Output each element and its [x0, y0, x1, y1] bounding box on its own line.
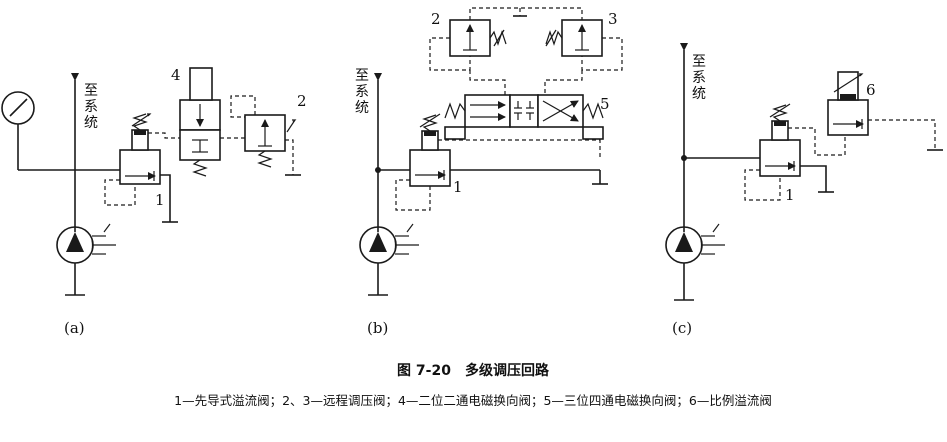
panel-a-label: (a) [64, 319, 85, 337]
pilot-relief-valve-1 [119, 113, 161, 185]
system-label-a1: 至 [84, 83, 98, 99]
label-b-5: 5 [600, 95, 610, 113]
label-a-1: 1 [155, 191, 165, 209]
label-b-3: 3 [608, 10, 618, 28]
figure-legend: 1—先导式溢流阀；2、3—远程调压阀；4—二位二通电磁换向阀；5—三位四通电磁换… [174, 393, 772, 408]
panel-a-circuit: 至 系 统 1 4 2 (a) [1, 66, 307, 337]
panel-c-circuit: 至 系 统 1 6 (c) [665, 43, 943, 337]
system-label-c1: 至 [692, 54, 706, 70]
system-label-a3: 统 [84, 115, 98, 131]
remote-regulating-valve-2b [449, 19, 507, 57]
system-label-b1: 至 [355, 68, 369, 84]
panel-c-label: (c) [672, 319, 692, 337]
pressure-gauge-icon [1, 91, 35, 170]
proportional-relief-valve-6 [827, 71, 869, 136]
panel-b-label: (b) [367, 319, 388, 337]
hydraulic-pump-icon [56, 223, 116, 296]
system-label-c2: 系 [692, 70, 706, 86]
pilot-relief-valve-1c [759, 103, 801, 177]
figure-title: 图 7-20 多级调压回路 [397, 362, 550, 379]
system-label-b2: 系 [355, 84, 369, 100]
label-a-2: 2 [297, 92, 307, 110]
label-a-4: 4 [171, 66, 181, 84]
solenoid-valve-4 [179, 67, 221, 177]
solenoid-valve-5 [444, 94, 604, 140]
hydraulic-pump-icon-b [359, 223, 419, 296]
label-b-2: 2 [431, 10, 441, 28]
label-c-1: 1 [785, 186, 795, 204]
hydraulic-pump-icon-c [665, 223, 725, 301]
system-label-c3: 统 [692, 86, 706, 102]
label-b-1: 1 [453, 178, 463, 196]
pilot-relief-valve-1b [409, 113, 451, 187]
panel-b-circuit: 至 系 统 1 2 3 5 (b) [355, 7, 623, 337]
remote-regulating-valve-2 [244, 114, 297, 168]
system-label-b3: 统 [355, 100, 369, 116]
system-label-a2: 系 [84, 99, 98, 115]
remote-regulating-valve-3b [545, 19, 603, 57]
label-c-6: 6 [866, 81, 876, 99]
